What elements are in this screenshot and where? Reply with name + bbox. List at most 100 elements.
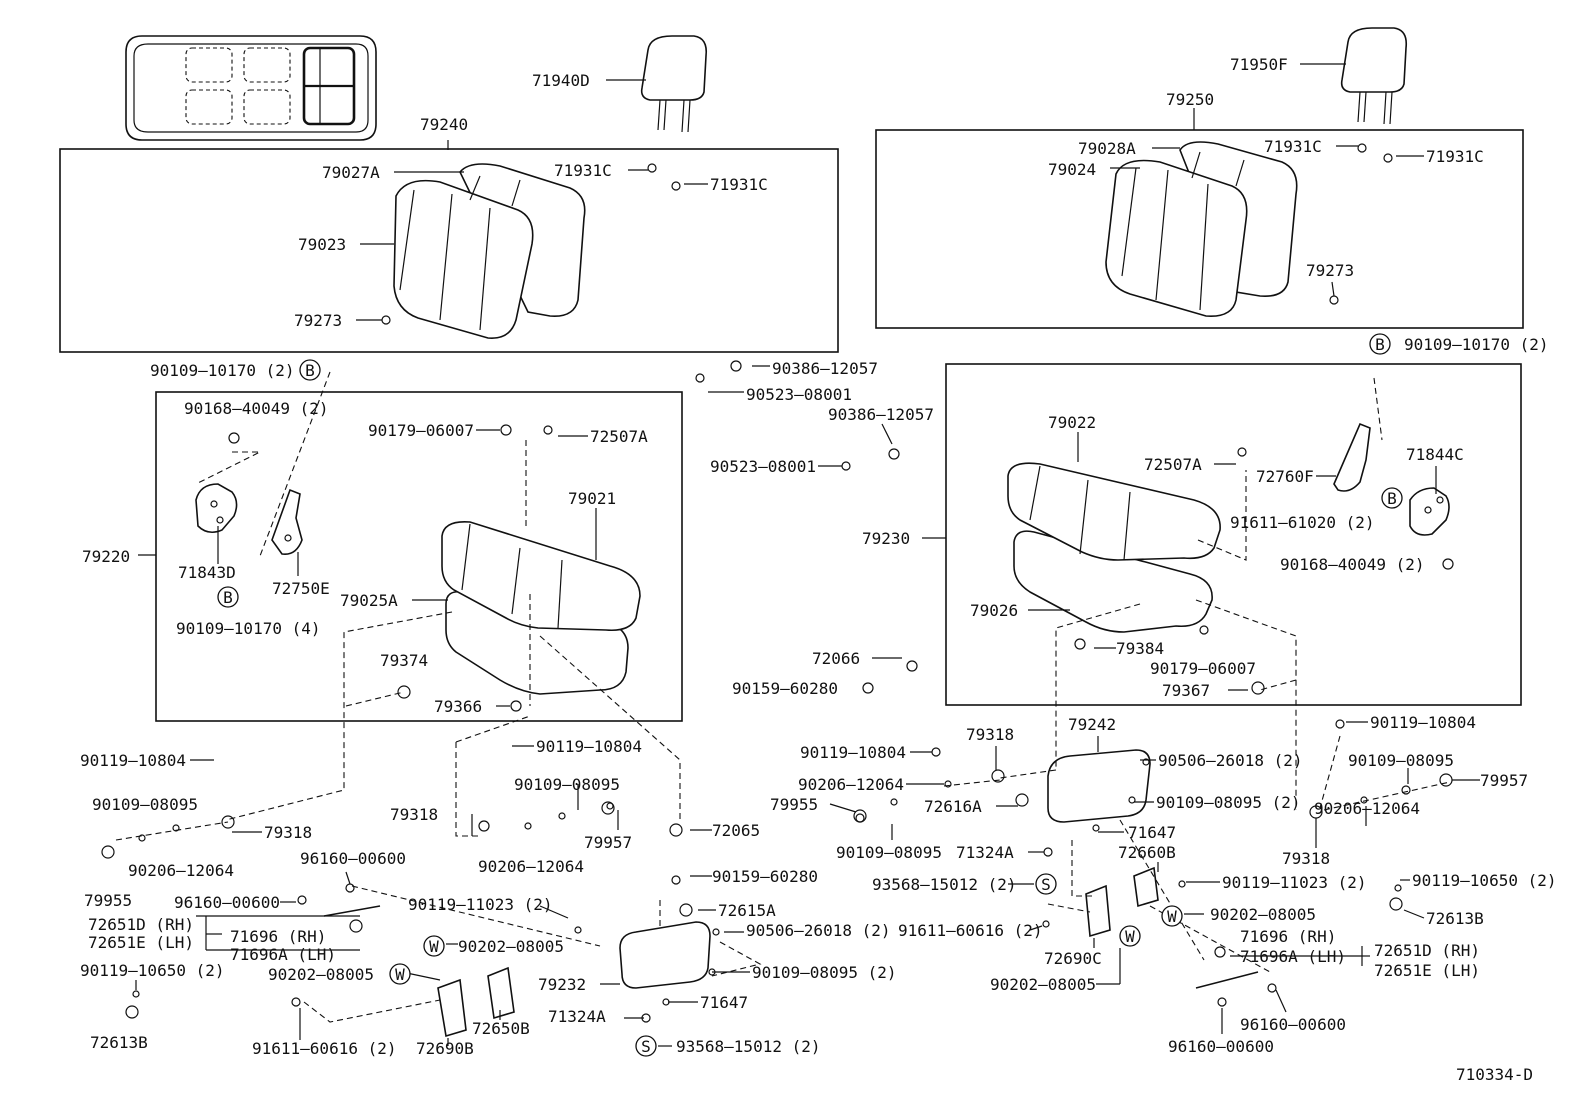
label-90119-10804: 90119–10804 <box>536 737 642 756</box>
label-72613B: 72613B <box>90 1033 148 1052</box>
label-71324A: 71324A <box>548 1007 606 1026</box>
svg-text:B: B <box>1375 335 1385 354</box>
cushion-right-box <box>945 363 1522 706</box>
label-72651E-LH: 72651E (LH) <box>88 933 194 952</box>
label-90119-10804: 90119–10804 <box>1370 713 1476 732</box>
label-90168-40049: 90168–40049 (2) <box>184 399 329 418</box>
label-90119-10804: 90119–10804 <box>80 751 186 770</box>
seatback-left <box>393 163 586 339</box>
label-79318: 79318 <box>966 725 1014 744</box>
label-79955: 79955 <box>770 795 818 814</box>
label-90109-08095: 90109–08095 <box>1348 751 1454 770</box>
label-71931C: 71931C <box>1264 137 1322 156</box>
link-rods <box>323 905 1259 989</box>
seatback-left-box <box>59 148 839 353</box>
label-79242: 79242 <box>1068 715 1116 734</box>
part-labels: 71940D 71950F 79240 79250 79027A 79023 7… <box>80 55 1557 1058</box>
label-90109-08095: 90109–08095 <box>514 775 620 794</box>
label-71696-RH: 71696 (RH) <box>1240 927 1336 946</box>
label-90206-12064: 90206–12064 <box>1314 799 1420 818</box>
label-79367: 79367 <box>1162 681 1210 700</box>
label-90109-10170: 90109–10170 (4) <box>176 619 321 638</box>
label-79024: 79024 <box>1048 160 1096 179</box>
label-93568-15012: 93568–15012 (2) <box>676 1037 821 1056</box>
label-91611-61020: 91611–61020 (2) <box>1230 513 1375 532</box>
label-90206-12064: 90206–12064 <box>478 857 584 876</box>
svg-text:W: W <box>1167 907 1177 926</box>
label-90523-08001: 90523–08001 <box>710 457 816 476</box>
cushion-left <box>441 520 641 695</box>
label-90109-08095: 90109–08095 <box>836 843 942 862</box>
cushion-right <box>1007 462 1221 633</box>
label-79027A: 79027A <box>322 163 380 182</box>
label-71647: 71647 <box>1128 823 1176 842</box>
label-90206-12064: 90206–12064 <box>798 775 904 794</box>
label-93568-15012: 93568–15012 (2) <box>872 875 1017 894</box>
label-90109-10170: 90109–10170 (2) <box>150 361 295 380</box>
label-90119-10650: 90119–10650 (2) <box>80 961 225 980</box>
diagram-id: 710334-D <box>1456 1065 1533 1084</box>
label-90168-40049: 90168–40049 (2) <box>1280 555 1425 574</box>
label-72690B: 72690B <box>416 1039 474 1058</box>
label-79232: 79232 <box>538 975 586 994</box>
label-72066: 72066 <box>812 649 860 668</box>
label-90119-10804: 90119–10804 <box>800 743 906 762</box>
label-90109-08095: 90109–08095 (2) <box>752 963 897 982</box>
label-79025A: 79025A <box>340 591 398 610</box>
label-79021: 79021 <box>568 489 616 508</box>
label-72507A: 72507A <box>1144 455 1202 474</box>
label-90523-08001: 90523–08001 <box>746 385 852 404</box>
leader-lines <box>135 63 1480 1047</box>
label-79318: 79318 <box>1282 849 1330 868</box>
label-90109-08095: 90109–08095 (2) <box>1156 793 1301 812</box>
label-71324A: 71324A <box>956 843 1014 862</box>
label-79366: 79366 <box>434 697 482 716</box>
label-79318: 79318 <box>264 823 312 842</box>
label-72760F: 72760F <box>1256 467 1314 486</box>
label-71940D: 71940D <box>532 71 590 90</box>
label-91611-60616: 91611–60616 (2) <box>898 921 1043 940</box>
label-79220: 79220 <box>82 547 130 566</box>
lock-assembly-right <box>1047 749 1159 938</box>
label-90119-10650: 90119–10650 (2) <box>1412 871 1557 890</box>
label-79026: 79026 <box>970 601 1018 620</box>
label-72750E: 72750E <box>272 579 330 598</box>
headrest-right <box>1340 27 1408 125</box>
svg-text:W: W <box>395 965 405 984</box>
label-72615A: 72615A <box>718 901 776 920</box>
label-71843D: 71843D <box>178 563 236 582</box>
label-90206-12064: 90206–12064 <box>128 861 234 880</box>
label-71696A-LH: 71696A (LH) <box>230 945 336 964</box>
label-90119-11023: 90119–11023 (2) <box>1222 873 1367 892</box>
label-90179-06007: 90179–06007 <box>368 421 474 440</box>
label-96160-00600: 96160–00600 <box>300 849 406 868</box>
label-79230: 79230 <box>862 529 910 548</box>
label-90386-12057: 90386–12057 <box>828 405 934 424</box>
label-96160-00600: 96160–00600 <box>174 893 280 912</box>
label-90109-10170: 90109–10170 (2) <box>1404 335 1549 354</box>
label-90202-08005: 90202–08005 <box>458 937 564 956</box>
label-71696-RH: 71696 (RH) <box>230 927 326 946</box>
vehicle-layout-icon <box>125 35 377 141</box>
label-72650B: 72650B <box>472 1019 530 1038</box>
label-79957: 79957 <box>1480 771 1528 790</box>
label-72651D-RH: 72651D (RH) <box>1374 941 1480 960</box>
svg-text:S: S <box>1041 875 1051 894</box>
label-79273: 79273 <box>294 311 342 330</box>
label-90159-60280: 90159–60280 <box>732 679 838 698</box>
label-79384: 79384 <box>1116 639 1164 658</box>
seatback-right <box>1105 141 1298 317</box>
label-71931C: 71931C <box>710 175 768 194</box>
label-72690C: 72690C <box>1044 949 1102 968</box>
label-79250: 79250 <box>1166 90 1214 109</box>
label-96160-00600: 96160–00600 <box>1240 1015 1346 1034</box>
headrest-left <box>640 35 708 133</box>
label-71647: 71647 <box>700 993 748 1012</box>
lock-assembly-left <box>437 921 711 1038</box>
label-90202-08005: 90202–08005 <box>1210 905 1316 924</box>
label-79023: 79023 <box>298 235 346 254</box>
label-71696A-LH: 71696A (LH) <box>1240 947 1346 966</box>
label-90179-06007: 90179–06007 <box>1150 659 1256 678</box>
label-71931C: 71931C <box>554 161 612 180</box>
